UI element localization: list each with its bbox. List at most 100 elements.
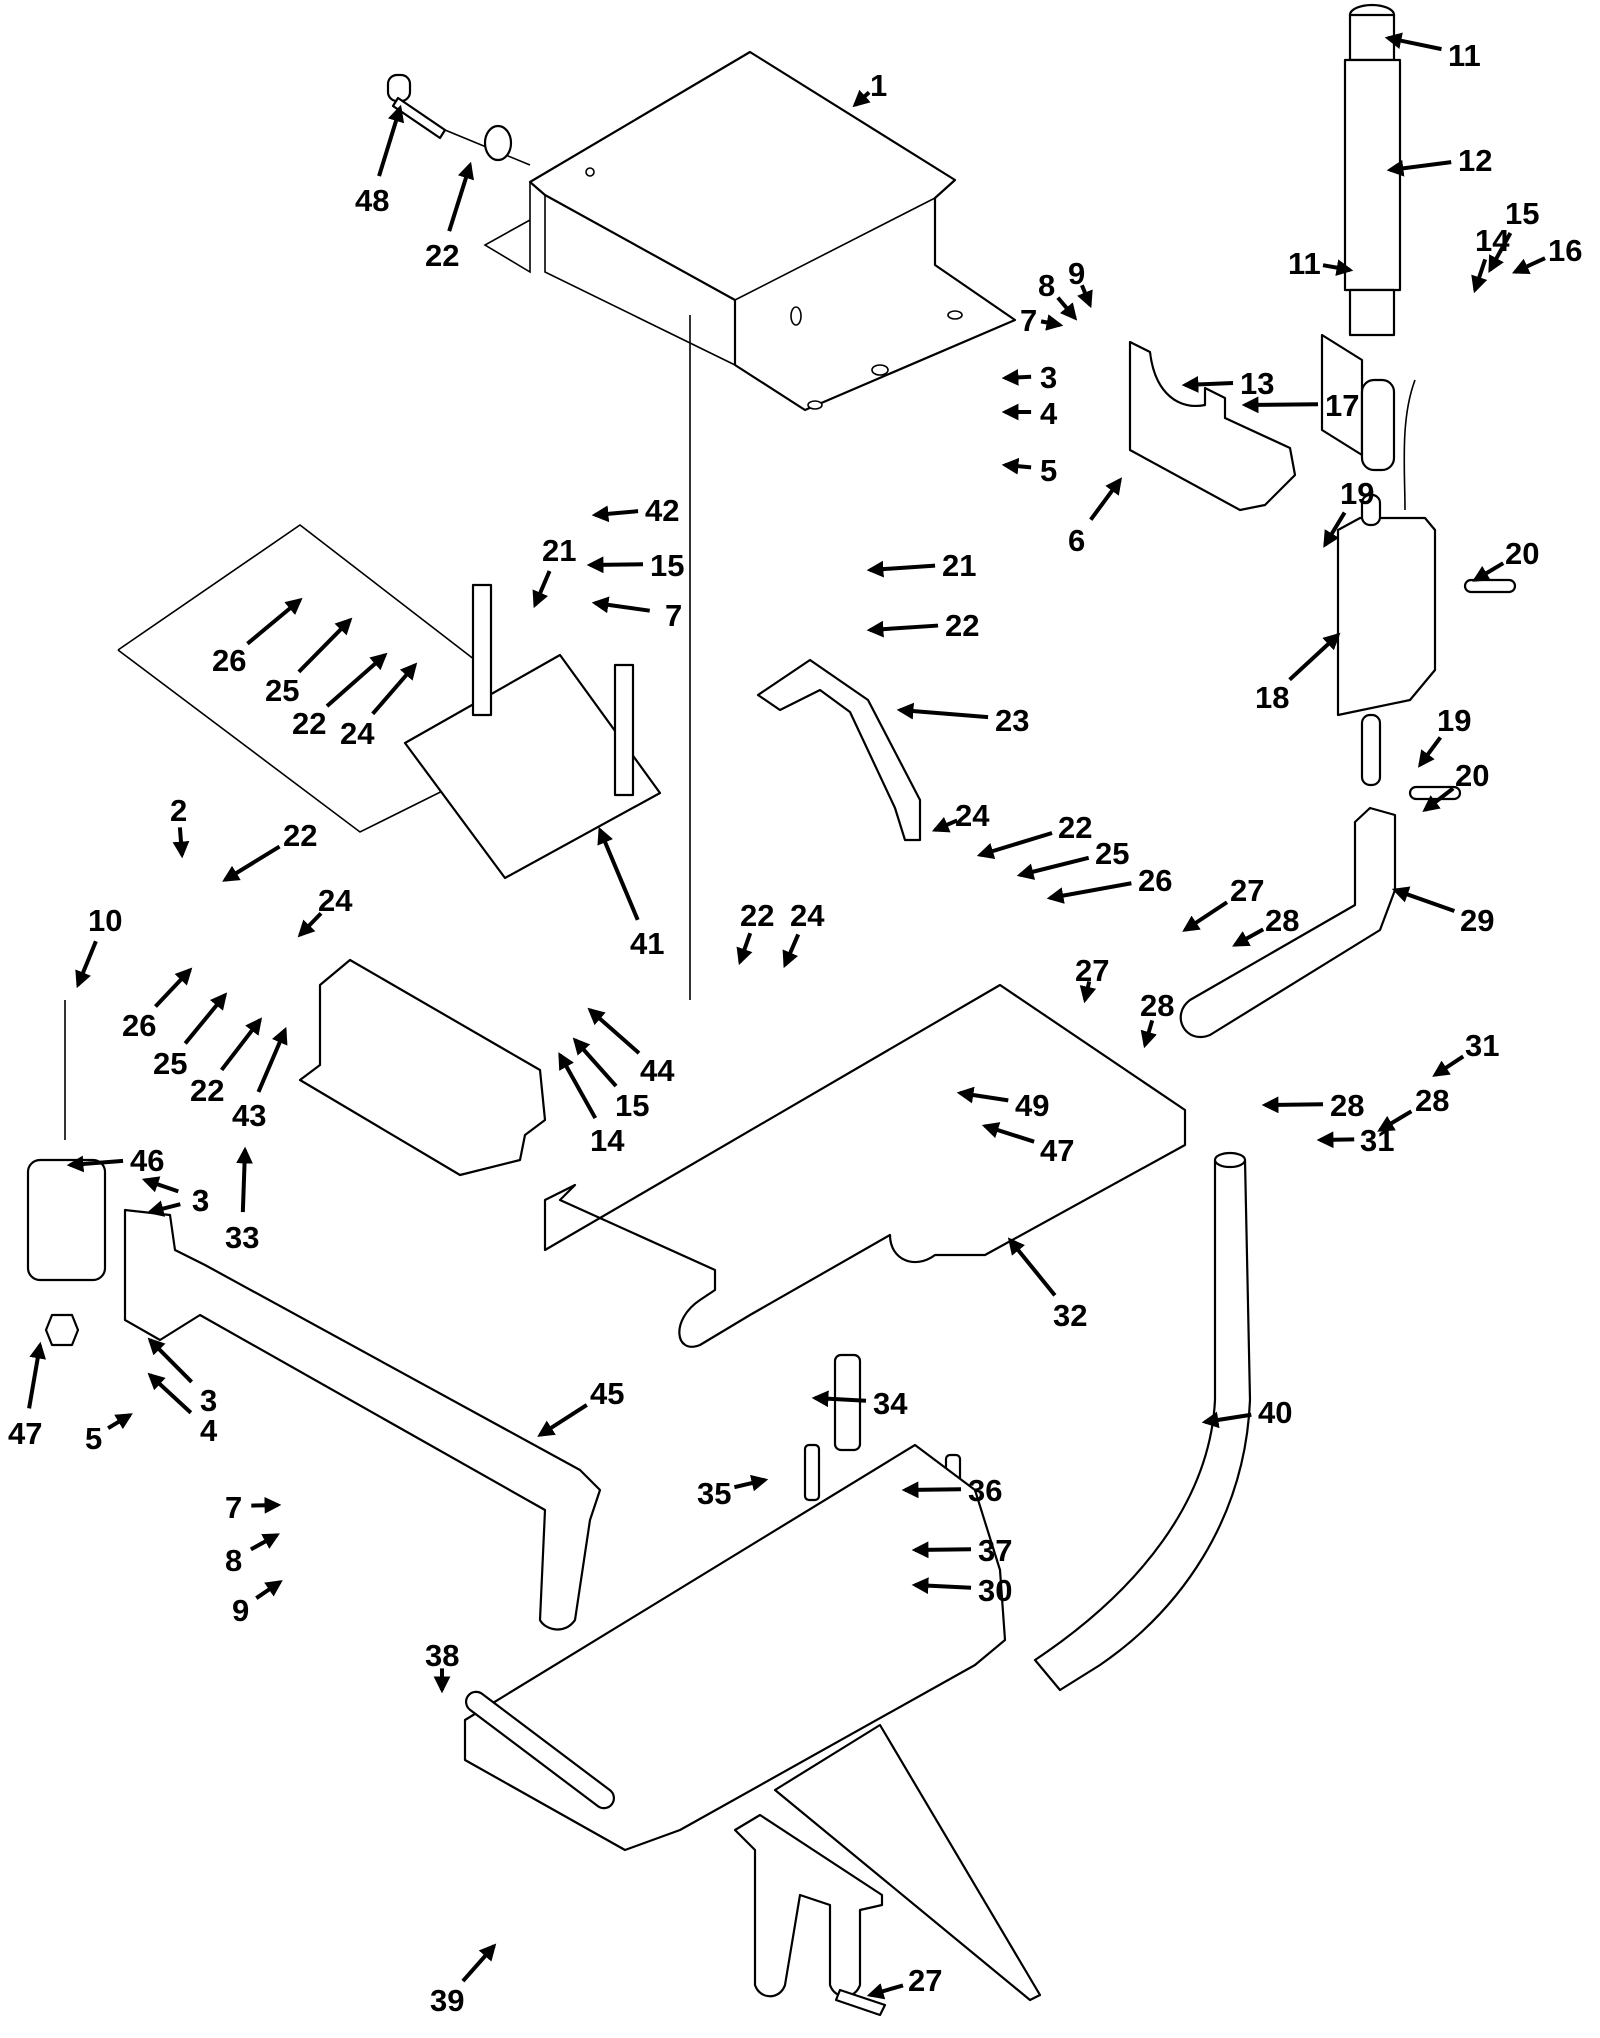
leader-arrow — [325, 652, 388, 708]
part-6-mounting-plate — [1128, 340, 1297, 512]
leader-arrow — [586, 556, 644, 574]
part-20-pin-upper — [1463, 578, 1517, 594]
leader-arrow — [377, 104, 405, 177]
part-18-upper-clevis — [1360, 493, 1382, 527]
part-38-shank — [463, 1443, 1007, 1852]
leader-arrow — [1472, 561, 1505, 582]
callout-label: 7 — [225, 1490, 242, 1525]
leader-arrow — [1261, 1096, 1324, 1114]
leader-arrow — [1241, 396, 1319, 414]
callout-9: 9 — [232, 1580, 283, 1628]
leader-arrow — [572, 1037, 618, 1088]
leader-arrow — [107, 1413, 133, 1430]
callout-21: 21 — [866, 548, 976, 583]
leader-arrow — [1232, 927, 1265, 947]
part-17-cable — [1403, 379, 1416, 511]
leader-arrow — [591, 596, 651, 614]
callout-label: 48 — [355, 183, 389, 218]
leader-arrow — [1181, 376, 1234, 393]
callout-label: 36 — [968, 1473, 1002, 1508]
leader-arrow — [461, 1943, 497, 1983]
part-41-slotted-bracket — [117, 524, 662, 880]
leader-arrow — [956, 1086, 1009, 1104]
callout-label: 3 — [200, 1383, 217, 1418]
callout-38: 38 — [425, 1638, 459, 1694]
callout-3: 3 — [1001, 360, 1057, 395]
callout-27: 27 — [866, 1963, 942, 2000]
callout-label: 22 — [292, 706, 326, 741]
callout-35: 35 — [697, 1474, 769, 1511]
callout-22: 22 — [976, 810, 1092, 860]
callout-label: 14 — [1475, 223, 1510, 258]
callout-19: 19 — [1418, 703, 1471, 768]
leader-arrow — [736, 932, 753, 966]
leader-arrow — [246, 597, 303, 646]
part-34-spring — [833, 1353, 862, 1452]
callout-label: 15 — [1505, 196, 1539, 231]
callout-label: 10 — [88, 903, 122, 938]
part-47-nut-lower — [44, 1313, 80, 1347]
callout-20: 20 — [1422, 758, 1489, 813]
callout-5: 5 — [85, 1413, 133, 1456]
callout-11: 11 — [1384, 32, 1481, 73]
callout-33: 33 — [225, 1146, 259, 1255]
callout-label: 20 — [1505, 536, 1539, 571]
leader-arrow — [1007, 1237, 1057, 1297]
callout-27: 27 — [1182, 873, 1264, 932]
callout-label: 5 — [1040, 453, 1057, 488]
leader-arrow — [852, 89, 871, 108]
part-22-washer — [483, 124, 513, 162]
callout-41: 41 — [597, 826, 664, 961]
leader-arrow — [597, 826, 640, 921]
part-45-support-arm — [123, 1208, 602, 1631]
callout-7: 7 — [1020, 303, 1064, 338]
callout-47: 47 — [981, 1122, 1074, 1168]
callout-42: 42 — [591, 493, 679, 528]
leader-arrow — [1323, 511, 1347, 548]
callout-label: 25 — [265, 673, 299, 708]
callout-24: 24 — [297, 883, 353, 938]
callout-label: 24 — [955, 798, 990, 833]
callout-label: 16 — [1548, 233, 1582, 268]
callout-46: 46 — [66, 1143, 164, 1178]
callout-29: 29 — [1391, 886, 1494, 938]
part-40-hose — [1033, 1158, 1252, 1692]
leader-arrow — [896, 702, 989, 720]
leader-arrow — [154, 967, 193, 1008]
callout-4: 4 — [1001, 396, 1058, 431]
callout-31: 31 — [1432, 1028, 1499, 1077]
callout-3: 3 — [141, 1176, 209, 1218]
part-18-actuator — [1336, 516, 1437, 717]
callout-21: 21 — [532, 533, 576, 609]
leader-arrow — [141, 1176, 179, 1194]
part-39-clevis — [733, 1813, 884, 1998]
part-38-crossbar — [465, 1690, 615, 1810]
leader-arrow — [901, 1481, 962, 1499]
leader-arrow — [1418, 736, 1443, 768]
leader-arrow — [147, 1337, 194, 1384]
callout-label: 43 — [232, 1098, 266, 1133]
callout-label: 46 — [130, 1143, 164, 1178]
callout-17: 17 — [1241, 388, 1359, 423]
callout-label: 21 — [542, 533, 576, 568]
callout-39: 39 — [430, 1943, 497, 2018]
callout-label: 4 — [1040, 396, 1058, 431]
callout-label: 17 — [1325, 388, 1359, 423]
callout-label: 28 — [1330, 1088, 1364, 1123]
callout-label: 11 — [1448, 38, 1481, 73]
callout-37: 37 — [911, 1533, 1012, 1568]
callout-10: 10 — [75, 903, 122, 989]
callout-label: 26 — [1138, 863, 1172, 898]
part-48-bolt — [386, 73, 531, 166]
callout-label: 8 — [225, 1543, 242, 1578]
callout-1: 1 — [852, 68, 887, 108]
part-13-sleeve — [1360, 378, 1396, 472]
callout-6: 6 — [1068, 477, 1122, 558]
leader-arrow — [866, 620, 939, 638]
callout-label: 9 — [232, 1593, 249, 1628]
leader-arrow — [256, 1026, 288, 1093]
callout-label: 23 — [995, 703, 1029, 738]
callout-label: 11 — [1288, 246, 1321, 281]
callout-label: 7 — [665, 598, 682, 633]
